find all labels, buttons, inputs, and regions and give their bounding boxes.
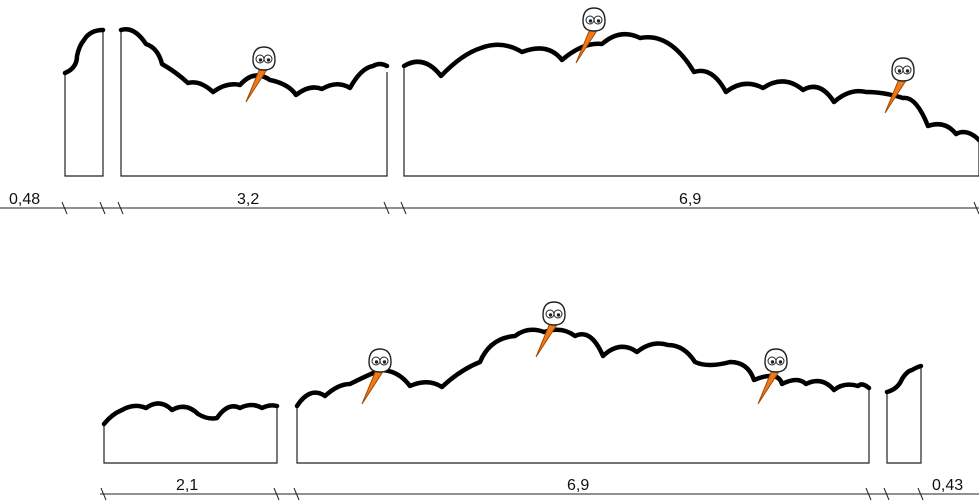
bird-head-icon xyxy=(575,7,606,64)
top-panel-1 xyxy=(62,27,106,177)
dimension-label: 0,48 xyxy=(9,191,40,208)
dimension-label: 2,1 xyxy=(176,477,198,494)
bird-head-icon xyxy=(884,57,915,114)
top-panel-2 xyxy=(118,27,390,177)
bottom-panel-1 xyxy=(101,401,280,464)
bottom-panel-2 xyxy=(294,301,872,464)
dimension-label: 6,9 xyxy=(567,477,589,494)
dimension-label: 6,9 xyxy=(679,191,701,208)
bottom-dimension-line xyxy=(100,487,979,501)
top-panel-3 xyxy=(401,7,979,177)
dimension-label: 3,2 xyxy=(237,191,259,208)
dimension-label: 0,43 xyxy=(932,477,963,494)
bottom-panel-3 xyxy=(884,363,924,464)
top-dimension-line xyxy=(0,201,979,215)
